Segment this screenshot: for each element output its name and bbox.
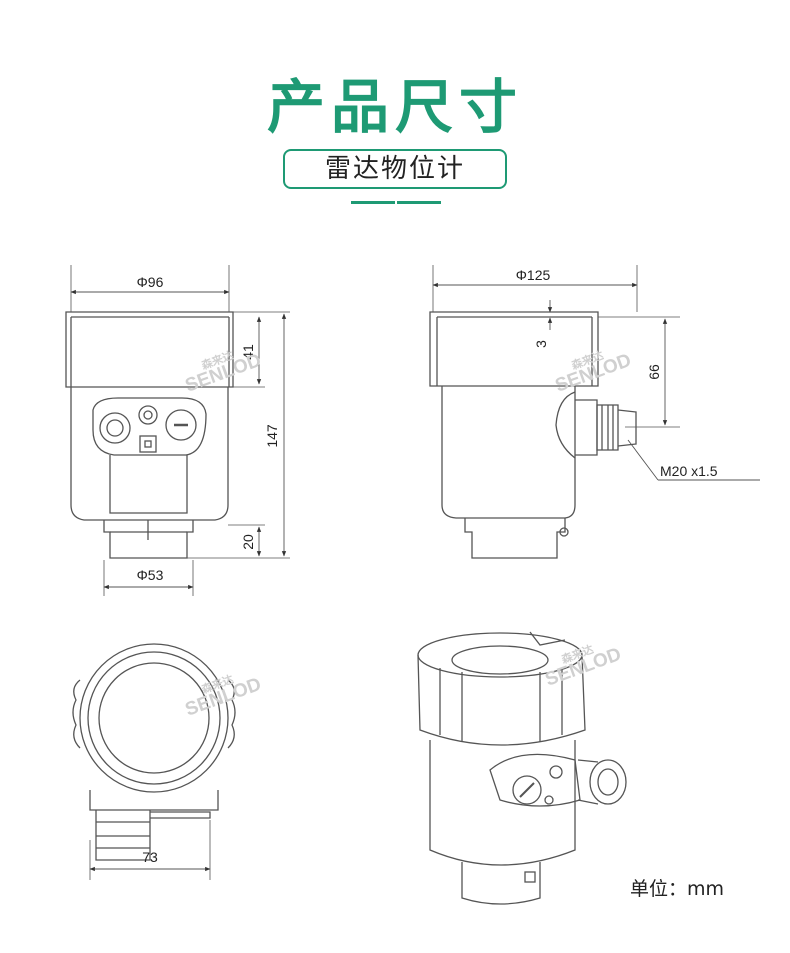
dim-front-cover-height: 41 [240, 344, 256, 360]
decor-bar-left [351, 201, 395, 204]
dim-side-thread: M20 x1.5 [660, 463, 718, 479]
unit-label: 单位：mm [630, 878, 725, 900]
dim-side-offset-height: 66 [646, 364, 662, 380]
watermark-3: SENLOD 森来达 [183, 672, 265, 721]
page-title: 产品尺寸 [266, 73, 523, 141]
side-view [429, 265, 760, 559]
dim-top-width: 73 [142, 849, 158, 865]
dim-front-bottom-height: 20 [240, 534, 256, 550]
product-name-badge: 雷达物位计 [283, 149, 507, 189]
dim-front-bottom-width: Φ53 [137, 567, 164, 583]
dim-side-gap: 3 [533, 340, 549, 348]
decor-bar-right [397, 201, 441, 204]
front-view [65, 265, 290, 596]
isometric-view [417, 631, 627, 905]
top-view [72, 643, 236, 880]
dim-front-top-width: Φ96 [137, 274, 164, 290]
dim-side-top-width: Φ125 [516, 267, 551, 283]
dim-front-total-height: 147 [264, 424, 280, 448]
